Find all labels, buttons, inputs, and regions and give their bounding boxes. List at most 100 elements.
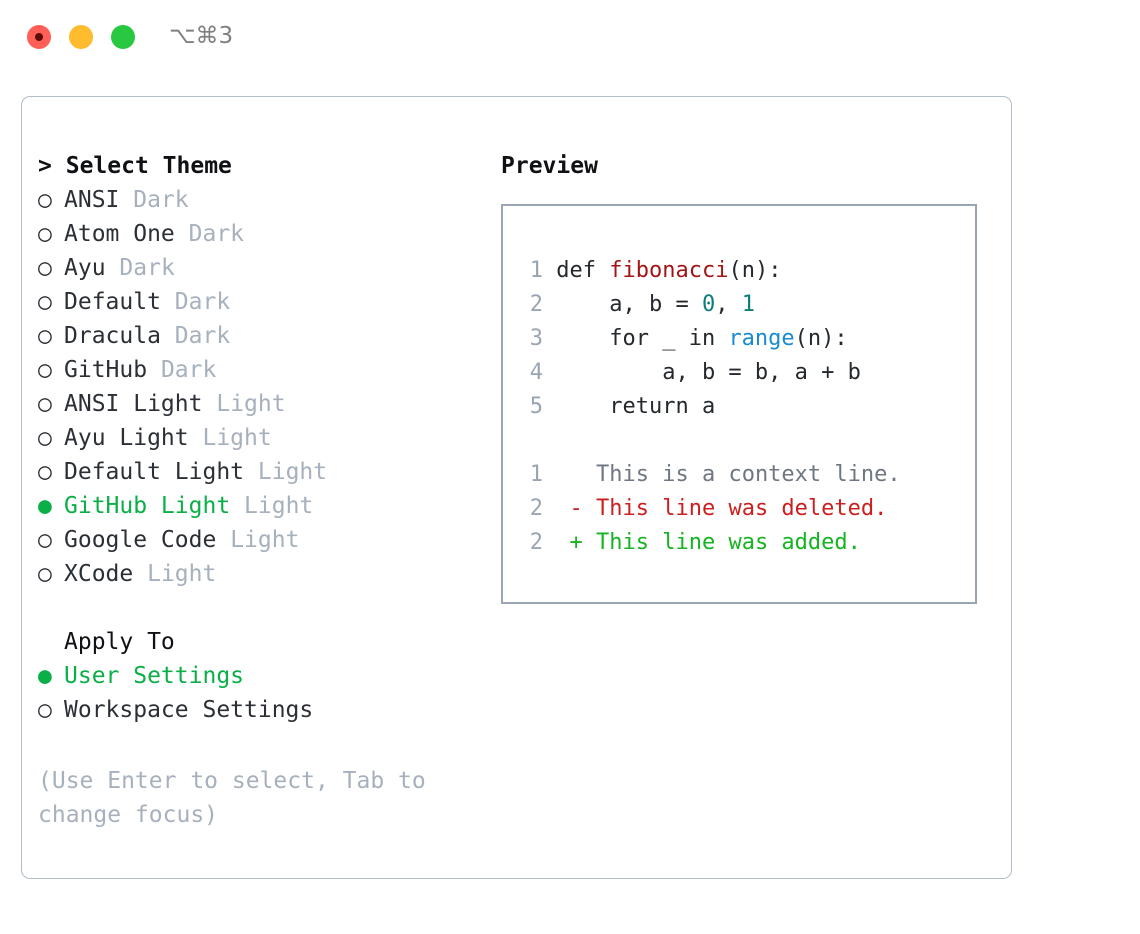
line-number: 1 (529, 258, 543, 283)
apply-to-option-label: User Settings (64, 663, 245, 689)
radio-unselected-icon: ○ (38, 187, 52, 213)
theme-option[interactable]: ○ Ayu Dark (38, 251, 493, 285)
theme-option[interactable]: ○ XCode Light (38, 557, 493, 591)
line-number: 1 (529, 462, 543, 487)
radio-selected-icon: ● (38, 493, 52, 519)
diff-text: This is a context line. (596, 462, 901, 487)
theme-option-name: Ayu (64, 255, 106, 281)
theme-option[interactable]: ○Google Code Light (38, 523, 493, 557)
minimize-button[interactable] (69, 25, 93, 49)
theme-option[interactable]: ○ Atom One Dark (38, 217, 493, 251)
theme-option-name: Atom One (64, 221, 175, 247)
code-token: , (715, 292, 742, 317)
diff-sign (570, 462, 583, 487)
line-number: 5 (529, 394, 543, 419)
theme-option-variant: Light (216, 391, 286, 417)
radio-unselected-icon: ○ (38, 425, 52, 451)
radio-unselected-icon: ○ (38, 323, 52, 349)
code-token: 0 (701, 292, 716, 317)
code-token: range (728, 326, 795, 351)
title-bar: ⌥⌘3 (0, 0, 1140, 78)
diff-line: 1 This is a context line. (517, 458, 975, 492)
radio-unselected-icon: ○ (38, 697, 52, 723)
code-token: for _ in (556, 326, 729, 351)
line-number: 4 (529, 360, 543, 385)
radio-unselected-icon: ○ (38, 459, 52, 485)
theme-option-variant: Dark (188, 221, 245, 247)
code-token: (n): (794, 326, 848, 351)
apply-to-title: Apply To (64, 629, 175, 655)
code-token: 1 (741, 292, 755, 317)
preview-title: Preview (501, 153, 598, 179)
theme-option-variant: Light (147, 561, 217, 587)
close-button[interactable] (27, 25, 51, 49)
theme-option-variant: Dark (160, 357, 217, 383)
theme-option-name: GitHub (64, 357, 148, 383)
code-token: a, b = b, a + b (556, 360, 861, 385)
maximize-button[interactable] (111, 25, 135, 49)
keyboard-hint: (Use Enter to select, Tab to change focu… (38, 768, 426, 828)
theme-option-variant: Dark (174, 323, 231, 349)
theme-option[interactable]: ○ Dracula Dark (38, 319, 493, 353)
diff-sign: + (569, 530, 583, 555)
line-number: 2 (529, 496, 543, 521)
theme-option[interactable]: ○Default Dark (38, 285, 493, 319)
theme-option[interactable]: ○Default Light Light (38, 455, 493, 489)
theme-picker-header: > Select Theme (38, 149, 493, 183)
diff-sample: 1 This is a context line.2 - This line w… (517, 458, 975, 560)
theme-option-variant: Light (244, 493, 314, 519)
theme-option-name: Dracula (64, 323, 161, 349)
radio-unselected-icon: ○ (38, 289, 52, 315)
theme-list[interactable]: ○ANSI Dark○Atom One Dark○Ayu Dark○Defaul… (38, 183, 493, 591)
theme-option-name: ANSI (64, 187, 120, 213)
radio-unselected-icon: ○ (38, 561, 52, 587)
theme-option-name: Google Code (64, 527, 217, 553)
theme-option-variant: Dark (133, 187, 189, 213)
code-token: fibonacci (609, 258, 729, 283)
code-token: a, b = (556, 292, 702, 317)
apply-to-option-label: Workspace Settings (64, 697, 314, 723)
code-token: return a (556, 394, 716, 419)
code-line: 3 for _ in range(n): (517, 322, 975, 356)
theme-option[interactable]: ○ANSI Light Light (38, 387, 493, 421)
code-token: def (556, 258, 610, 283)
line-number: 3 (529, 326, 543, 351)
apply-to-option[interactable]: ● User Settings (38, 659, 493, 693)
theme-option-name: XCode (64, 561, 134, 587)
line-number: 2 (529, 292, 543, 317)
radio-unselected-icon: ○ (38, 391, 52, 417)
theme-option[interactable]: ● GitHub Light Light (38, 489, 493, 523)
apply-to-option[interactable]: ○ Workspace Settings (38, 693, 493, 727)
radio-unselected-icon: ○ (38, 221, 52, 247)
theme-option[interactable]: ○ ANSI Dark (38, 183, 493, 217)
radio-unselected-icon: ○ (38, 255, 52, 281)
caret-icon: > (38, 153, 52, 179)
theme-picker-title: Select Theme (65, 153, 232, 179)
preview-column: Preview 1 def fibonacci (n): 2 a, b = 0, 1… (501, 149, 991, 604)
radio-selected-icon: ● (38, 663, 52, 689)
code-line: 2 a, b = 0, 1 (517, 288, 975, 322)
theme-picker-column: > Select Theme ○ANSI Dark○Atom One Dark○… (38, 149, 493, 832)
diff-text: This line was added. (596, 530, 861, 555)
theme-option-name: GitHub Light (64, 493, 231, 519)
apply-to-list[interactable]: ● User Settings ○ Workspace Settings (38, 659, 493, 727)
code-line: 5 return a (517, 390, 975, 424)
window-controls (27, 25, 135, 49)
theme-option[interactable]: ○GitHub Dark (38, 353, 493, 387)
theme-option[interactable]: ○Ayu Light Light (38, 421, 493, 455)
diff-line: 2 + This line was added. (517, 526, 975, 560)
theme-option-variant: Light (202, 425, 272, 451)
diff-text: This line was deleted. (596, 496, 888, 521)
main-panel: > Select Theme ○ANSI Dark○Atom One Dark○… (21, 96, 1012, 879)
theme-option-variant: Dark (119, 255, 175, 281)
diff-line: 2 - This line was deleted. (517, 492, 975, 526)
apply-to-spacer (38, 625, 64, 659)
preview-spacer (517, 424, 975, 458)
line-number: 2 (529, 530, 543, 555)
keyboard-shortcut-label: ⌥⌘3 (169, 23, 234, 49)
theme-option-name: Default Light (64, 459, 245, 485)
theme-option-variant: Light (230, 527, 300, 553)
